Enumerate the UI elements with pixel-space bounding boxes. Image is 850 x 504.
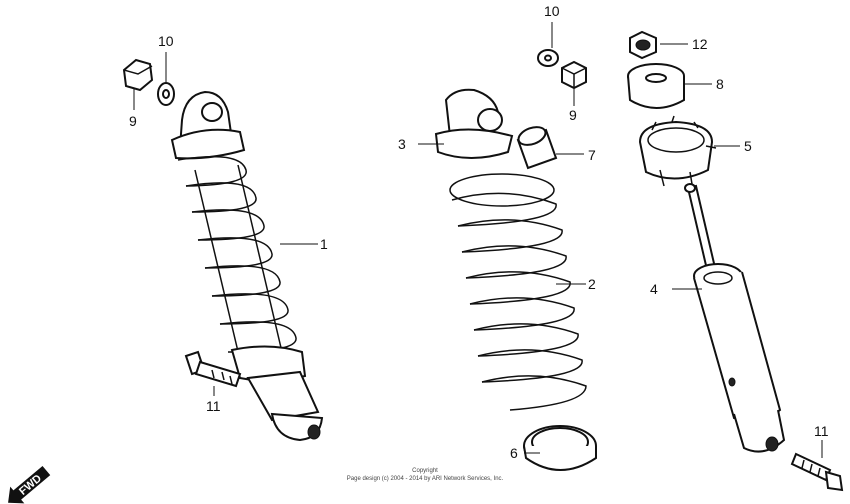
shock-absorber-assembly: [170, 90, 324, 442]
washer-left: [157, 82, 175, 106]
callout-7: 7: [588, 147, 596, 163]
copyright-line-1: Copyright: [412, 468, 438, 474]
callout-3: 3: [398, 136, 406, 152]
upper-spring-seat: [434, 88, 514, 159]
callout-1: 1: [320, 236, 328, 252]
callout-9-center: 9: [569, 107, 577, 123]
leader-lines: [133, 22, 823, 458]
callout-2: 2: [588, 276, 596, 292]
copyright-notice: Copyright Page design (c) 2004 - 2014 by…: [347, 468, 504, 482]
adjuster-collar: [638, 115, 717, 187]
callout-12: 12: [692, 36, 708, 52]
bolt-right: [790, 452, 844, 492]
damper-unit: [684, 183, 786, 453]
callout-10-center: 10: [544, 3, 560, 19]
lower-seat-ring: [523, 425, 597, 471]
callout-11-left: 11: [206, 398, 221, 414]
callout-9-left: 9: [129, 113, 137, 129]
cap-nut-left: [122, 58, 154, 92]
callout-6: 6: [510, 445, 518, 461]
washer-center: [537, 49, 559, 67]
bolt-left: [184, 350, 242, 388]
callout-4: 4: [650, 281, 658, 297]
callout-labels: 1 2 3 4 5 6 7 8 9 9 10 10 11 11 12: [129, 3, 829, 461]
callout-8: 8: [716, 76, 724, 92]
callout-11-right: 11: [814, 423, 829, 439]
fwd-arrow-icon: FWD: [8, 465, 51, 504]
copyright-line-2: Page design (c) 2004 - 2014 by ARI Netwo…: [347, 476, 504, 482]
bushing: [516, 126, 558, 170]
bump-cup: [627, 63, 685, 109]
nut-center: [561, 60, 587, 90]
lock-nut: [629, 30, 657, 60]
spring: [449, 173, 587, 411]
callout-5: 5: [744, 138, 752, 154]
callout-10-left: 10: [158, 33, 174, 49]
